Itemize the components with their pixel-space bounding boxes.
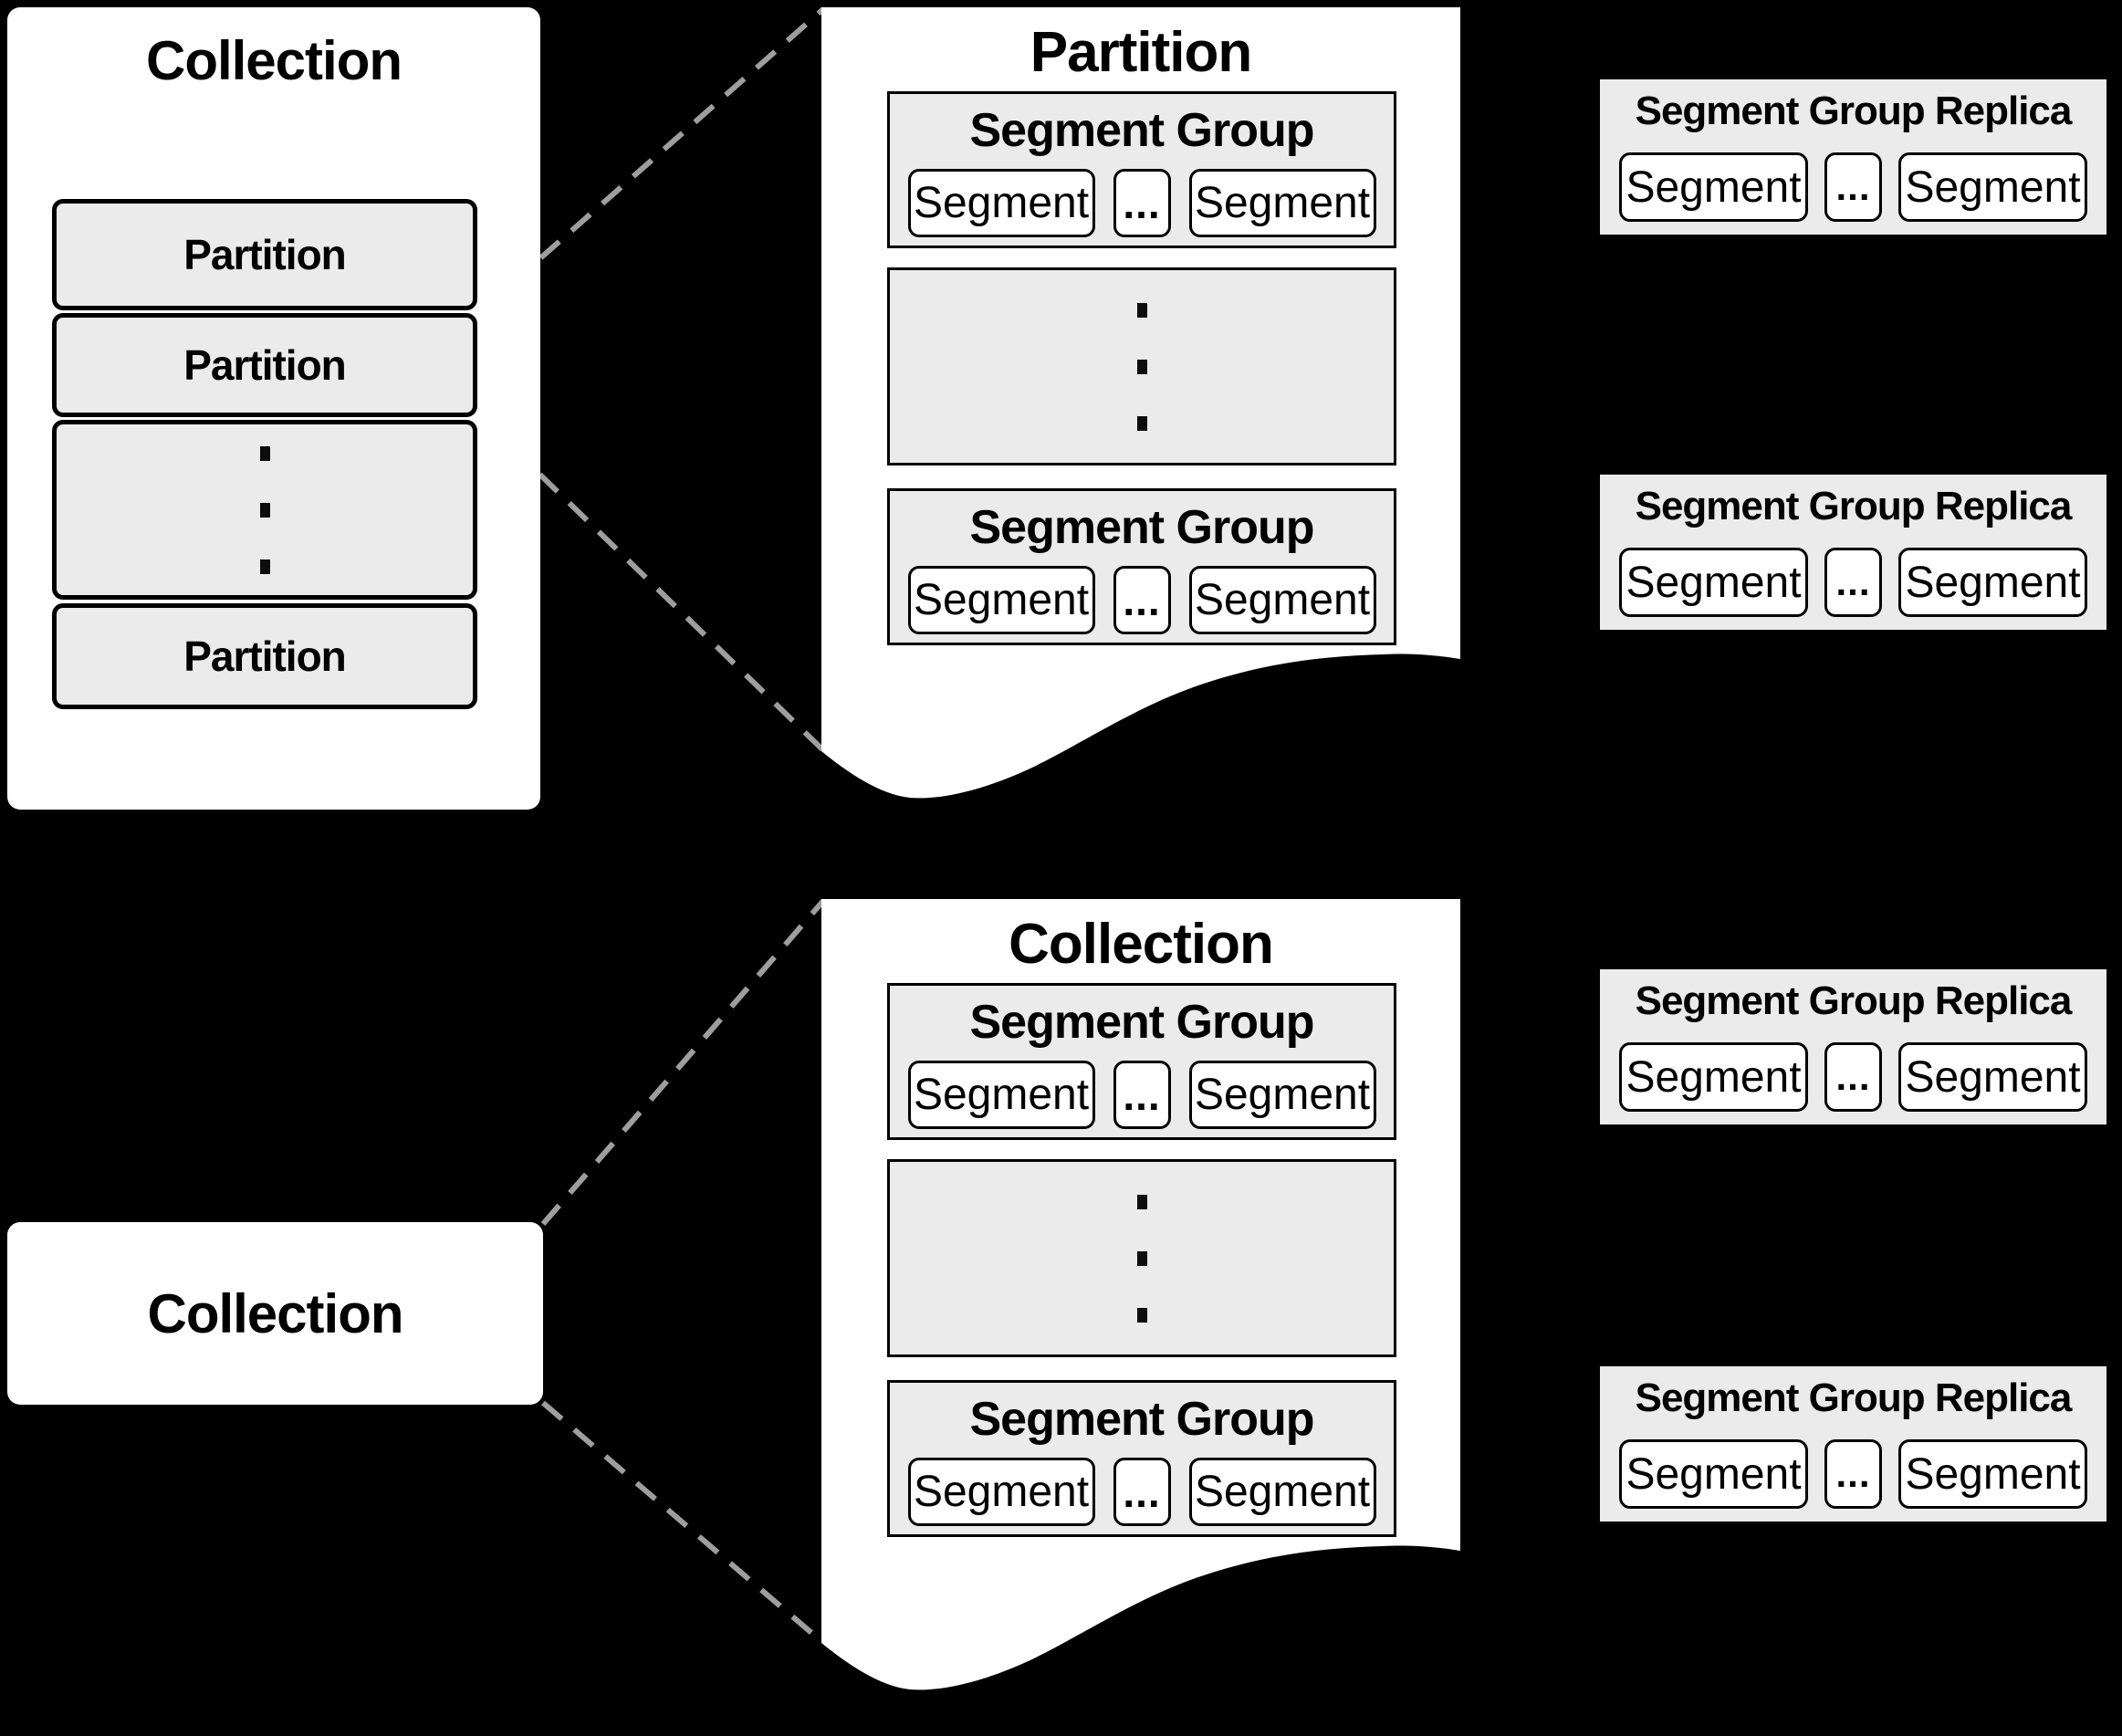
segment-box: Segment xyxy=(1898,1439,2087,1509)
partition-box: Partition xyxy=(52,313,477,417)
segment-ellipsis-box: ... xyxy=(1824,1042,1882,1112)
segment-box: Segment xyxy=(907,566,1095,634)
segment-ellipsis-box: ... xyxy=(1824,152,1882,222)
collection-card: Collection xyxy=(7,1222,543,1405)
segment-group: Segment Group Segment ... Segment xyxy=(887,1380,1396,1537)
segment-group-title: Segment Group xyxy=(969,1393,1314,1446)
segment-box: Segment xyxy=(1188,566,1376,634)
segment-box: Segment xyxy=(1619,1439,1808,1509)
replica-title: Segment Group Replica xyxy=(1635,978,2073,1023)
dashed-connector-top-upper xyxy=(477,6,825,315)
partition-document-title: Partition xyxy=(1030,21,1252,84)
segment-group-replica: Segment Group Replica Segment ... Segmen… xyxy=(1600,1366,2106,1522)
segment-ellipsis-box: ... xyxy=(1113,1458,1171,1526)
segment-row: Segment ... Segment xyxy=(1600,152,2106,222)
ellipsis-dot xyxy=(259,502,270,518)
segment-ellipsis-box: ... xyxy=(1113,566,1171,634)
segment-box: Segment xyxy=(1898,548,2087,617)
segment-row: Segment ... Segment xyxy=(890,1458,1394,1526)
segment-row: Segment ... Segment xyxy=(1600,548,2106,617)
segment-group-title: Segment Group xyxy=(969,996,1314,1049)
collection-document-title: Collection xyxy=(1009,913,1274,976)
segment-box: Segment xyxy=(1898,152,2087,222)
collection-panel-title: Collection xyxy=(145,30,402,91)
segment-box: Segment xyxy=(1619,1042,1808,1112)
partition-label: Partition xyxy=(183,633,347,680)
segment-box: Segment xyxy=(907,1061,1095,1129)
ellipsis-dot xyxy=(1136,302,1147,318)
collection-document: Collection Segment Group Segment ... Seg… xyxy=(821,899,1460,1702)
partition-box: Partition xyxy=(52,603,477,709)
segment-box: Segment xyxy=(1188,1458,1376,1526)
segment-row: Segment ... Segment xyxy=(1600,1439,2106,1509)
collection-card-title: Collection xyxy=(147,1282,403,1344)
segment-group: Segment Group Segment ... Segment xyxy=(887,91,1396,248)
segment-box: Segment xyxy=(1619,152,1808,222)
vertical-ellipsis xyxy=(57,424,473,595)
replica-title: Segment Group Replica xyxy=(1635,89,2073,133)
partition-label: Partition xyxy=(183,341,347,389)
segment-group-ellipsis-box xyxy=(887,267,1396,465)
segment-group: Segment Group Segment ... Segment xyxy=(887,488,1396,645)
ellipsis-dot xyxy=(1136,1194,1147,1209)
segment-ellipsis-box: ... xyxy=(1824,548,1882,617)
segment-group-replica: Segment Group Replica Segment ... Segmen… xyxy=(1600,969,2106,1124)
segment-ellipsis-box: ... xyxy=(1113,169,1171,237)
replica-title: Segment Group Replica xyxy=(1635,1375,2073,1420)
segment-group-title: Segment Group xyxy=(969,104,1314,157)
partition-box: Partition xyxy=(52,199,477,310)
ellipsis-dot xyxy=(1136,415,1147,431)
vertical-ellipsis xyxy=(890,1162,1394,1354)
segment-group-ellipsis-box xyxy=(887,1159,1396,1357)
ellipsis-dot xyxy=(1136,1307,1147,1323)
segment-box: Segment xyxy=(907,1458,1095,1526)
ellipsis-dot xyxy=(1136,1250,1147,1266)
segment-row: Segment ... Segment xyxy=(1600,1042,2106,1112)
partition-label: Partition xyxy=(183,231,347,278)
vertical-ellipsis xyxy=(890,270,1394,463)
segment-group-title: Segment Group xyxy=(969,501,1314,554)
segment-row: Segment ... Segment xyxy=(890,566,1394,634)
segment-group-replica: Segment Group Replica Segment ... Segmen… xyxy=(1600,79,2106,235)
segment-group-replica: Segment Group Replica Segment ... Segmen… xyxy=(1600,475,2106,630)
segment-box: Segment xyxy=(1898,1042,2087,1112)
segment-group: Segment Group Segment ... Segment xyxy=(887,983,1396,1140)
ellipsis-dot xyxy=(259,559,270,574)
segment-box: Segment xyxy=(1188,169,1376,237)
replica-title: Segment Group Replica xyxy=(1635,484,2073,528)
segment-box: Segment xyxy=(1188,1061,1376,1129)
segment-ellipsis-box: ... xyxy=(1824,1439,1882,1509)
dashed-connector-bottom-lower xyxy=(541,1400,825,1646)
segment-row: Segment ... Segment xyxy=(890,1061,1394,1129)
segment-box: Segment xyxy=(907,169,1095,237)
ellipsis-dot xyxy=(1136,359,1147,374)
ellipsis-dot xyxy=(259,445,270,461)
partition-ellipsis-box xyxy=(52,420,477,600)
segment-box: Segment xyxy=(1619,548,1808,617)
collection-panel: Collection Partition Partition Partition xyxy=(7,7,540,810)
segment-row: Segment ... Segment xyxy=(890,169,1394,237)
segment-ellipsis-box: ... xyxy=(1113,1061,1171,1129)
partition-document: Partition Segment Group Segment ... Segm… xyxy=(821,7,1460,810)
dashed-connector-bottom-upper xyxy=(540,899,826,1226)
